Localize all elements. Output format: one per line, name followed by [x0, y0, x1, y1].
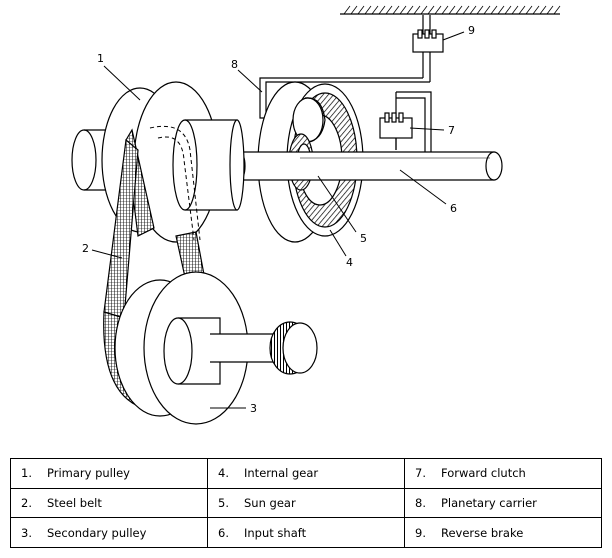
ceiling [340, 5, 561, 15]
callout-3: 3 [250, 402, 257, 415]
legend-cell: 2.Steel belt [10, 487, 208, 519]
legend-row: 2.Steel belt 5.Sun gear 8.Planetary carr… [10, 487, 602, 519]
cvt-diagram: 1 2 3 4 5 6 7 8 9 [71, 5, 561, 425]
callout-4: 4 [346, 256, 353, 269]
legend-cell: 3.Secondary pulley [10, 517, 208, 548]
legend-cell: 4.Internal gear [207, 458, 405, 489]
legend-cell: 1.Primary pulley [10, 458, 208, 489]
callout-9: 9 [468, 24, 475, 37]
callout-8: 8 [231, 58, 238, 71]
legend-row: 1.Primary pulley 4.Internal gear 7.Forwa… [10, 458, 602, 489]
forward-clutch [379, 112, 413, 150]
legend-cell: 9.Reverse brake [404, 517, 602, 548]
legend-cell: 8.Planetary carrier [404, 487, 602, 519]
legend-cell: 5.Sun gear [207, 487, 405, 519]
input-shaft [234, 151, 503, 181]
secondary-pulley [114, 271, 318, 425]
legend-row: 3.Secondary pulley 6.Input shaft 9.Rever… [10, 517, 602, 548]
primary-pulley [71, 81, 245, 243]
callout-5: 5 [360, 232, 367, 245]
callout-7: 7 [448, 124, 455, 137]
parts-legend: 1.Primary pulley 4.Internal gear 7.Forwa… [10, 458, 602, 548]
reverse-brake [412, 15, 444, 82]
legend-cell: 6.Input shaft [207, 517, 405, 548]
callout-6: 6 [450, 202, 457, 215]
callout-2: 2 [82, 242, 89, 255]
leader-lines [91, 31, 465, 409]
legend-cell: 7.Forward clutch [404, 458, 602, 489]
callout-1: 1 [97, 52, 104, 65]
